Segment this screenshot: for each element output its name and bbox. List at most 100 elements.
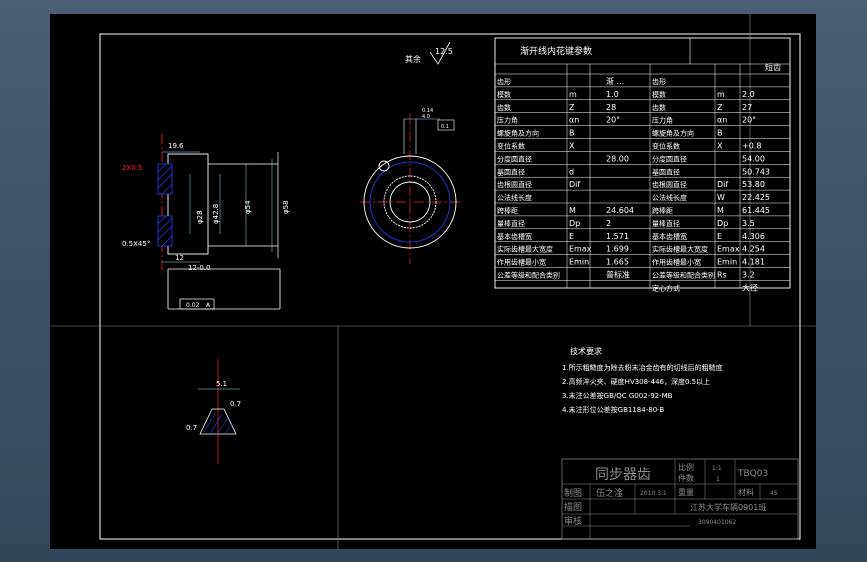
table-title: 渐开线内花键参数 bbox=[520, 45, 592, 57]
table-cell: 27 bbox=[742, 103, 752, 112]
tb-school: 江苏大学车辆0901班 bbox=[690, 502, 766, 512]
ref-box bbox=[437, 119, 455, 131]
table-cell: 齿根圆直径 bbox=[497, 180, 532, 189]
drawing-canvas[interactable]: 其余 12.5 bbox=[50, 14, 816, 549]
note-item-4: 4.未注形位公差按GB1184-80-B bbox=[562, 405, 664, 414]
table-cell: 普标准 bbox=[606, 270, 630, 280]
section-dim-lines bbox=[162, 151, 273, 263]
table-cell: W bbox=[717, 193, 725, 202]
front-spline-circle bbox=[383, 175, 437, 229]
table-cell: 螺旋角及方向 bbox=[652, 129, 694, 138]
table-cell: 螺旋角及方向 bbox=[497, 129, 539, 138]
table-short-tooth: 短齿 bbox=[765, 62, 781, 72]
front-bore-circle bbox=[389, 181, 431, 223]
note-item-1: 1.所示粗糙度为除去粉末冶金齿有的切线后的粗糙度 bbox=[562, 363, 723, 372]
drawing-svg: 其余 12.5 bbox=[50, 14, 816, 549]
table-cell: Dif bbox=[717, 180, 728, 189]
table-cell: Emin bbox=[569, 258, 589, 267]
table-cell: X bbox=[569, 142, 575, 151]
table-cell: 作用齿槽最小宽 bbox=[652, 258, 701, 267]
table-cell: 齿数 bbox=[497, 103, 511, 112]
front-pin-hole bbox=[378, 160, 390, 172]
section-ring-top bbox=[157, 163, 173, 195]
table-cell: 渐 ... bbox=[606, 76, 624, 86]
section-view: 19.6 2X0.5 0.5X45° φ28 φ42.8 φ54 φ58 12 … bbox=[122, 134, 290, 310]
table-cell: M bbox=[569, 206, 576, 215]
table-cell: 1.699 bbox=[606, 245, 629, 254]
technical-notes: 技术要求 1.所示粗糙度为除去粉末冶金齿有的切线后的粗糙度 2.高频淬火夹、硬度… bbox=[562, 346, 723, 414]
table-cell: 实际齿槽最大宽度 bbox=[652, 245, 708, 254]
tb-checker-label: 审核 bbox=[564, 515, 582, 527]
table-cell: 50.743 bbox=[742, 167, 770, 176]
roughness-symbol: 其余 12.5 bbox=[405, 41, 453, 65]
table-cell: 基本齿槽宽 bbox=[497, 232, 532, 241]
datum-tol: 0.02 bbox=[186, 302, 200, 309]
table-cell: Rs bbox=[717, 271, 727, 280]
table-cell: 3.5 bbox=[742, 219, 755, 228]
notes-title: 技术要求 bbox=[570, 346, 602, 356]
table-cell: 公法线长度 bbox=[652, 193, 687, 202]
table-cell: Emax bbox=[717, 245, 740, 254]
section-hatch bbox=[157, 163, 173, 247]
table-cell: 28 bbox=[606, 103, 616, 112]
table-cell: 作用齿槽最小宽 bbox=[497, 258, 546, 267]
detail-view: 5.1 0.7 0.7 bbox=[186, 359, 241, 464]
title-block: 同步器齿 TBQ03 比例 1:1 件数 1 制图 伍之淦 2010.3.1 重… bbox=[561, 458, 799, 540]
table-cell: 大径 bbox=[742, 282, 758, 292]
datum-box bbox=[179, 298, 215, 310]
dim-chamfer-bot: 0.5X45° bbox=[122, 240, 150, 248]
table-cell: X bbox=[717, 142, 723, 151]
table-cell: 24.604 bbox=[606, 206, 634, 215]
table-cell: 量棒直径 bbox=[652, 219, 680, 228]
table-cell: 定心方式 bbox=[652, 283, 680, 292]
table-cell: Dif bbox=[569, 180, 580, 189]
dim-phi-28: φ28 bbox=[196, 210, 204, 224]
front-view: 0.14 4.0 0.1 bbox=[360, 108, 460, 264]
table-cell: 跨棒距 bbox=[497, 206, 518, 215]
ref-4-0: 4.0 bbox=[422, 114, 430, 120]
table-cell: 变位系数 bbox=[497, 142, 525, 151]
table-cell: 公差等级和配合类别 bbox=[652, 271, 715, 280]
table-cell: M bbox=[717, 206, 724, 215]
table-cell: +0.8 bbox=[742, 142, 761, 151]
table-cell: 61.445 bbox=[742, 206, 770, 215]
tb-date: 2010.3.1 bbox=[640, 490, 667, 497]
table-cell: αn bbox=[717, 116, 727, 125]
table-cell: 20° bbox=[742, 116, 756, 125]
table-cell: Emax bbox=[569, 245, 592, 254]
dim-phi-54: φ54 bbox=[244, 200, 252, 214]
table-cell: m bbox=[569, 90, 577, 99]
table-cell: 跨棒距 bbox=[652, 206, 673, 215]
dim-chamfer-top: 2X0.5 bbox=[122, 164, 142, 172]
table-cell: 量棒直径 bbox=[497, 219, 525, 228]
table-cell: 22.425 bbox=[742, 193, 770, 202]
section-ring-bot bbox=[157, 215, 173, 247]
table-cell: 实际齿槽最大宽度 bbox=[497, 245, 553, 254]
table-cell: 模数 bbox=[652, 90, 666, 99]
sheet-border bbox=[99, 33, 801, 540]
tb-scale: 1:1 bbox=[712, 465, 722, 472]
table-cell: 分度圆直径 bbox=[652, 154, 687, 163]
table-cell: 模数 bbox=[497, 90, 511, 99]
table-cell: Dp bbox=[717, 219, 728, 228]
tb-drawing-no: TBQ03 bbox=[737, 469, 768, 479]
table-cell: m bbox=[717, 90, 725, 99]
table-cell: 1.665 bbox=[606, 258, 629, 267]
table-cell: B bbox=[717, 129, 723, 138]
table-cell: 压力角 bbox=[652, 116, 673, 125]
table-cell: 基圆直径 bbox=[497, 167, 525, 176]
table-cell: E bbox=[717, 232, 722, 241]
tb-qty: 1 bbox=[716, 476, 720, 483]
table-cell: 28.00 bbox=[606, 154, 629, 163]
dim-phi-42: φ42.8 bbox=[212, 204, 220, 224]
tb-part-name: 同步器齿 bbox=[595, 467, 651, 483]
table-cell: B bbox=[569, 129, 575, 138]
tb-qty-label: 件数 bbox=[678, 473, 694, 483]
table-cell: 齿形 bbox=[497, 78, 511, 86]
detail-hatch bbox=[203, 413, 233, 435]
front-pitch-circle bbox=[369, 161, 451, 243]
table-cell: 基圆直径 bbox=[652, 167, 680, 176]
detail-0-7b: 0.7 bbox=[186, 424, 197, 432]
table-cell: d bbox=[569, 167, 574, 176]
